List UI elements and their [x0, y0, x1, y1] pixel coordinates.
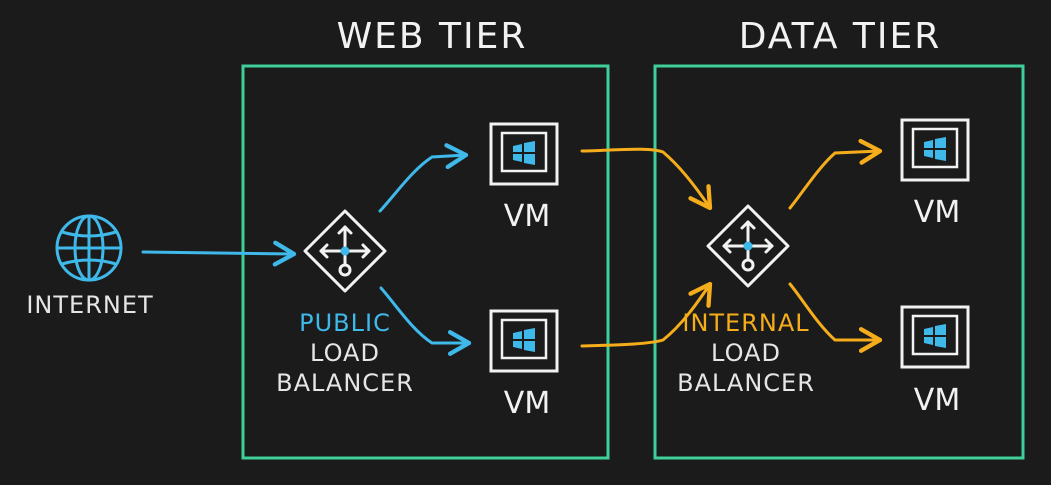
arrow-internal-lb-to-vm-bottom: [788, 282, 883, 353]
windows-vm-icon: [489, 122, 559, 186]
internet-label: INTERNET: [26, 291, 153, 319]
arrow-internal-lb-to-vm-top: [788, 138, 883, 210]
public-lb-hub-dot: [340, 246, 350, 256]
internal-lb-hub-dot: [743, 241, 753, 251]
windows-vm-icon: [900, 118, 970, 182]
public-lb-label-line1: PUBLIC: [299, 309, 391, 337]
arrow-public-lb-to-vm-top: [378, 143, 469, 213]
internal-lb-label-line2: LOAD: [711, 339, 781, 367]
internal-lb-label-line1: INTERNAL: [682, 309, 809, 337]
arrow-vm-top-to-internal-lb: [580, 147, 713, 211]
windows-vm-icon: [489, 309, 559, 373]
public-lb-label-line3: BALANCER: [276, 369, 414, 397]
data-vm-top-label: VM: [914, 195, 960, 230]
public-load-balancer-icon: [303, 209, 387, 293]
internal-lb-label-line3: BALANCER: [677, 369, 815, 397]
web-tier-title: WEB TIER: [337, 16, 528, 57]
web-tier-box: [241, 64, 610, 460]
arrow-vm-bottom-to-internal-lb: [580, 281, 713, 348]
web-vm-top-label: VM: [504, 199, 550, 234]
arrow-internet-to-public-lb: [141, 240, 297, 267]
arrow-public-lb-to-vm-bottom: [379, 286, 472, 356]
data-vm-bottom-label: VM: [914, 383, 960, 418]
globe-icon: [55, 214, 123, 282]
data-tier-box: [653, 64, 1025, 460]
data-tier-title: DATA TIER: [739, 16, 942, 57]
public-lb-label-line2: LOAD: [310, 339, 380, 367]
web-vm-bottom-label: VM: [504, 386, 550, 421]
windows-vm-icon: [900, 305, 970, 369]
